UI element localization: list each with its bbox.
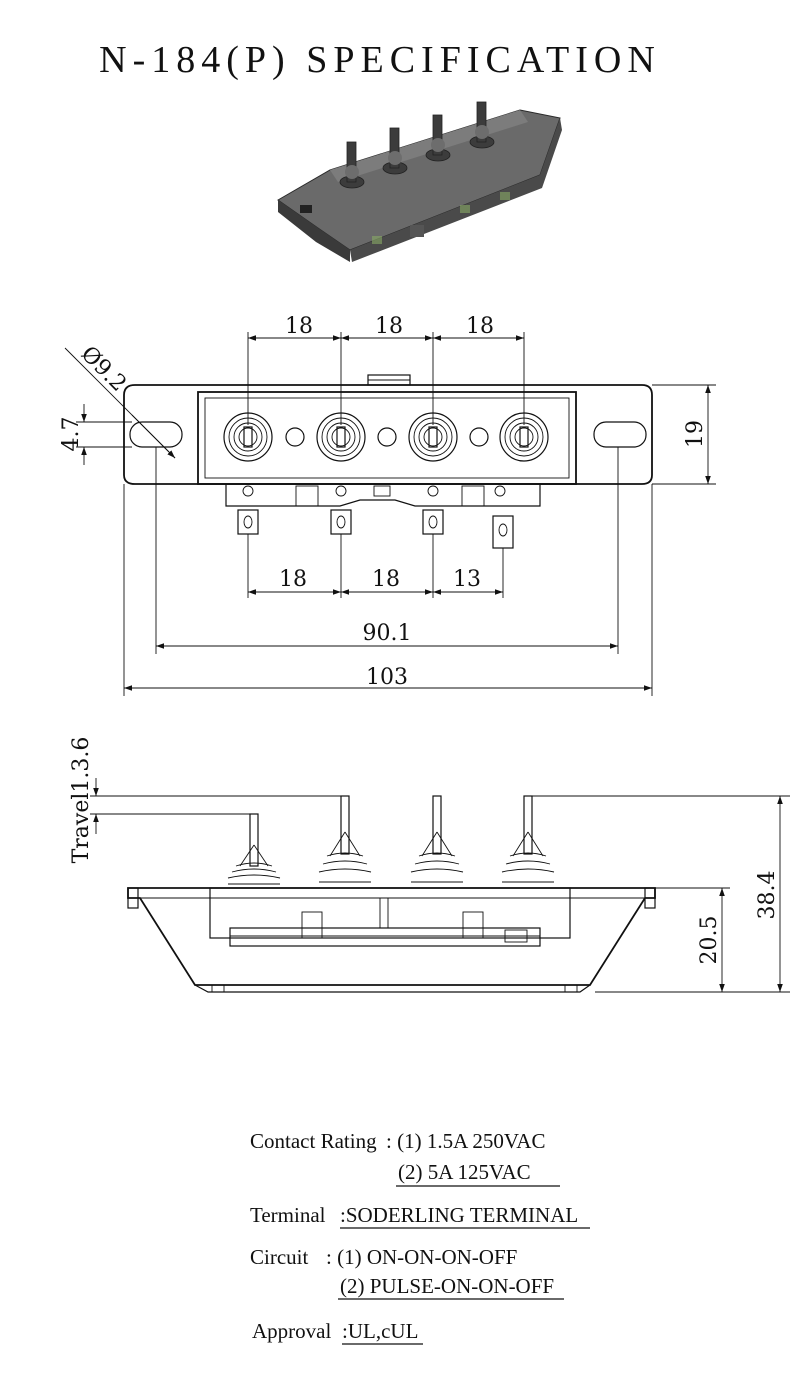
travel-dimension: Travel1.3.6 — [69, 737, 341, 864]
pitch-top-3: 18 — [466, 314, 494, 339]
product-render — [277, 101, 562, 262]
pitch-bottom-1: 18 — [279, 567, 307, 592]
terminals — [237, 509, 514, 549]
mount-span-label: 90.1 — [363, 621, 412, 646]
approval-label: Approval — [252, 1319, 331, 1343]
pitch-top-1: 18 — [285, 314, 313, 339]
mounting-slot-left — [129, 421, 183, 448]
plunger-4 — [501, 795, 555, 883]
mount-span-dimension: 90.1 — [155, 447, 619, 654]
height-dimension: 19 — [652, 384, 716, 485]
overall-width-dimension: 103 — [123, 484, 653, 696]
slot-dimension: 4.7 — [59, 404, 132, 465]
contact-rating-1: : (1) 1.5A 250VAC — [386, 1129, 545, 1153]
contact-rating-label: Contact Rating — [250, 1129, 377, 1153]
pitch-bottom-2: 18 — [372, 567, 400, 592]
pitch-dimension-bottom: 18 18 13 — [247, 534, 504, 598]
button-springs — [223, 412, 549, 462]
specifications: Contact Rating : (1) 1.5A 250VAC (2) 5A … — [250, 1129, 590, 1345]
side-height-dimensions: 20.5 38.4 — [532, 795, 790, 993]
page-title: N-184(P) SPECIFICATION — [99, 39, 661, 81]
slot-width-label: 4.7 — [59, 417, 84, 452]
circuit-label: Circuit — [250, 1245, 308, 1269]
contact-rating-2: (2) 5A 125VAC — [398, 1160, 531, 1184]
circuit-2: (2) PULSE-ON-ON-OFF — [340, 1274, 554, 1298]
plunger-3 — [410, 795, 464, 883]
pitch-dimension-top: 18 18 18 — [247, 314, 525, 425]
terminal-label: Terminal — [250, 1203, 326, 1227]
body-height-label: 20.5 — [697, 916, 722, 965]
overall-height-label: 38.4 — [755, 871, 780, 920]
side-view: Travel1.3.6 20.5 38.4 — [69, 737, 790, 993]
mounting-flange — [123, 384, 653, 485]
mounting-slot-right — [593, 421, 647, 448]
top-view: 18 18 18 Ø9.2 4.7 19 — [59, 314, 716, 696]
circuit-1: : (1) ON-ON-ON-OFF — [326, 1245, 517, 1269]
plunger-2 — [318, 795, 372, 883]
diameter-label: Ø9.2 — [76, 342, 131, 397]
pitch-top-2: 18 — [375, 314, 403, 339]
plunger-1 — [227, 813, 281, 885]
height-label: 19 — [683, 420, 708, 448]
base-outline — [127, 887, 656, 986]
approval-value: :UL,cUL — [342, 1319, 418, 1343]
terminal-value: :SODERLING TERMINAL — [340, 1203, 578, 1227]
switch-body-outline — [197, 391, 577, 485]
pitch-bottom-3: 13 — [453, 567, 481, 592]
plungers — [227, 795, 555, 885]
overall-width-label: 103 — [366, 665, 408, 690]
travel-label: Travel1.3.6 — [69, 737, 94, 864]
